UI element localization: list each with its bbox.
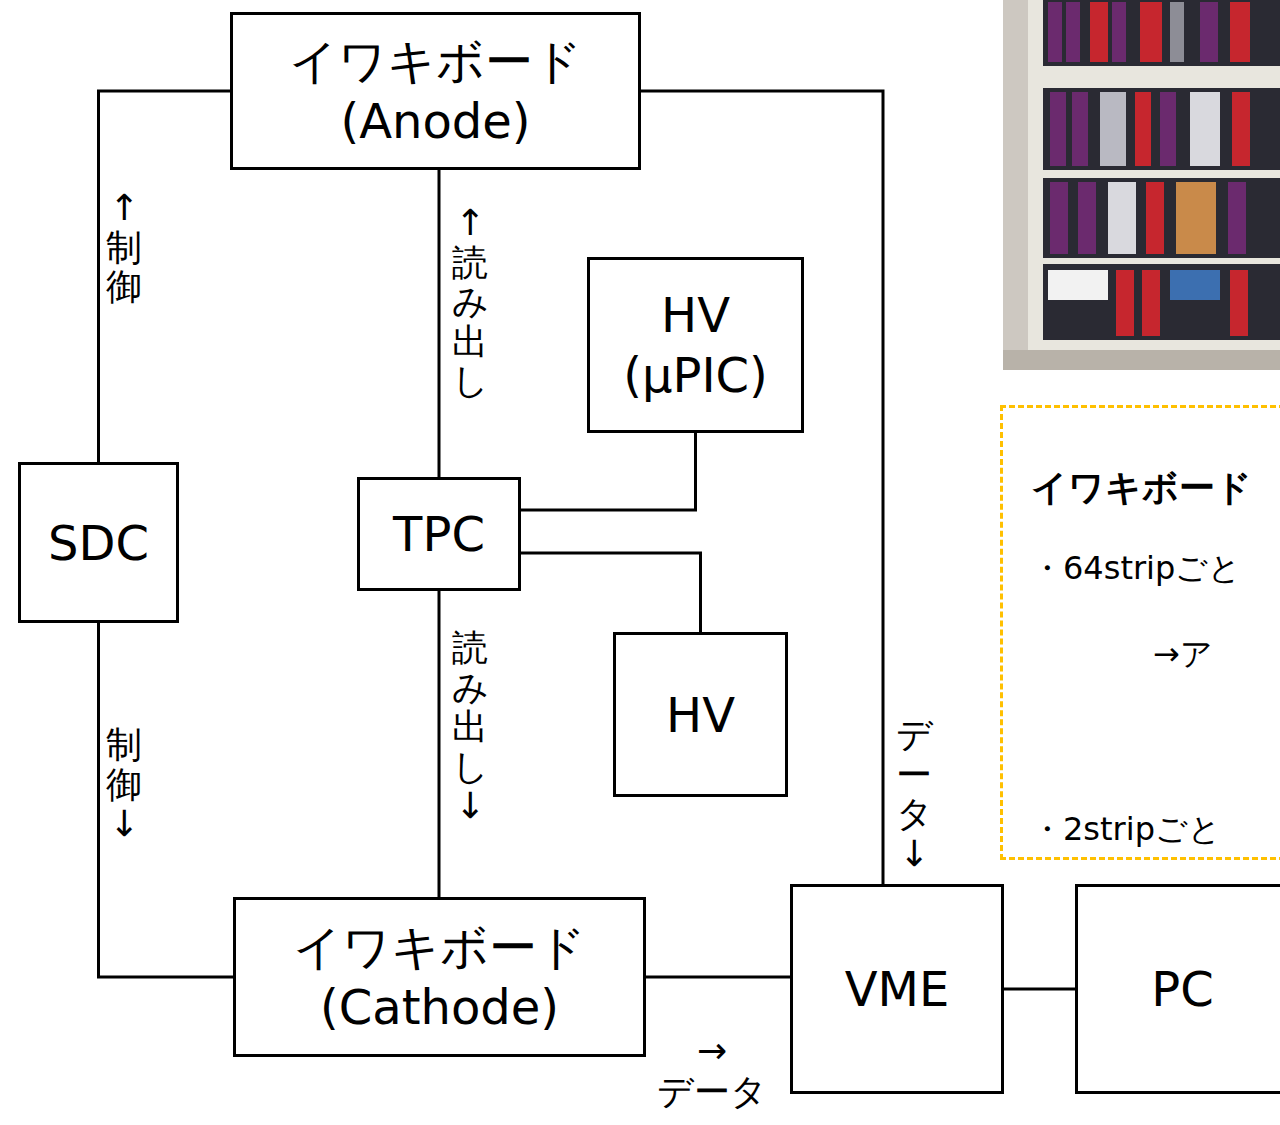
block-box: VME [790,884,1004,1094]
box-label: VME [801,959,993,1019]
module [1108,182,1136,254]
module [1072,92,1088,166]
panel [1048,270,1108,300]
edge-label: ↑読み出し [452,203,488,401]
block-box: イワキボード (Anode) [230,12,641,170]
box-label: HV (μPIC) [598,285,793,405]
edge-label: ↑制御 [106,188,142,307]
note-line: →ア [1153,635,1280,673]
module [1142,270,1160,336]
connector-line [521,553,701,632]
connector-line [438,170,441,477]
module [1078,182,1096,254]
connector-line [99,91,231,462]
box-label: SDC [29,513,168,573]
photo-floor [1003,350,1280,370]
note-heading: イワキボード [1031,466,1280,509]
module [1050,182,1068,254]
block-box: SDC [18,462,179,623]
panel [1170,270,1220,300]
photo-ground [1003,0,1280,370]
module [1116,270,1134,336]
block-box: HV [613,632,788,797]
module [1232,92,1250,166]
module [1140,2,1162,62]
cable-bundle [1176,182,1216,254]
box-label: PC [1086,959,1279,1019]
box-label: HV [624,685,777,745]
edge-label: 読み出し↓ [452,628,488,826]
module [1066,2,1080,62]
module [1230,2,1250,62]
box-label: TPC [368,504,510,564]
edge-label: データ↓ [896,715,932,873]
module [1135,92,1151,166]
edge-label: → データ [651,1030,773,1113]
note-box: イワキボード・64stripごと →ア・2stripごと [1000,405,1280,860]
module [1090,2,1108,62]
module [1190,92,1220,166]
crate-row [1043,0,1280,66]
crate-row [1043,264,1280,340]
edge-label: 制御↓ [106,725,142,844]
box-label: イワキボード (Anode) [241,31,630,151]
module [1048,2,1062,62]
connector-line [521,433,696,510]
block-box: PC [1075,884,1280,1094]
module [1100,92,1126,166]
connector-line [438,591,441,897]
module [1200,2,1218,62]
block-box: イワキボード (Cathode) [233,897,646,1057]
module [1228,182,1246,254]
module [1112,2,1126,62]
block-box: TPC [357,477,521,591]
connector-line [99,623,234,977]
crate-row [1043,178,1280,258]
block-box: HV (μPIC) [587,257,804,433]
module [1160,92,1176,166]
crate-row [1043,88,1280,170]
note-line: ・2stripごと [1031,810,1280,848]
module [1170,2,1184,62]
module [1050,92,1066,166]
connector-line [1004,988,1075,991]
box-label: イワキボード (Cathode) [244,917,635,1037]
module [1146,182,1164,254]
rack-frame [1028,0,1280,350]
connector-line [646,976,790,979]
note-line: ・64stripごと [1031,549,1280,587]
module [1230,270,1248,336]
